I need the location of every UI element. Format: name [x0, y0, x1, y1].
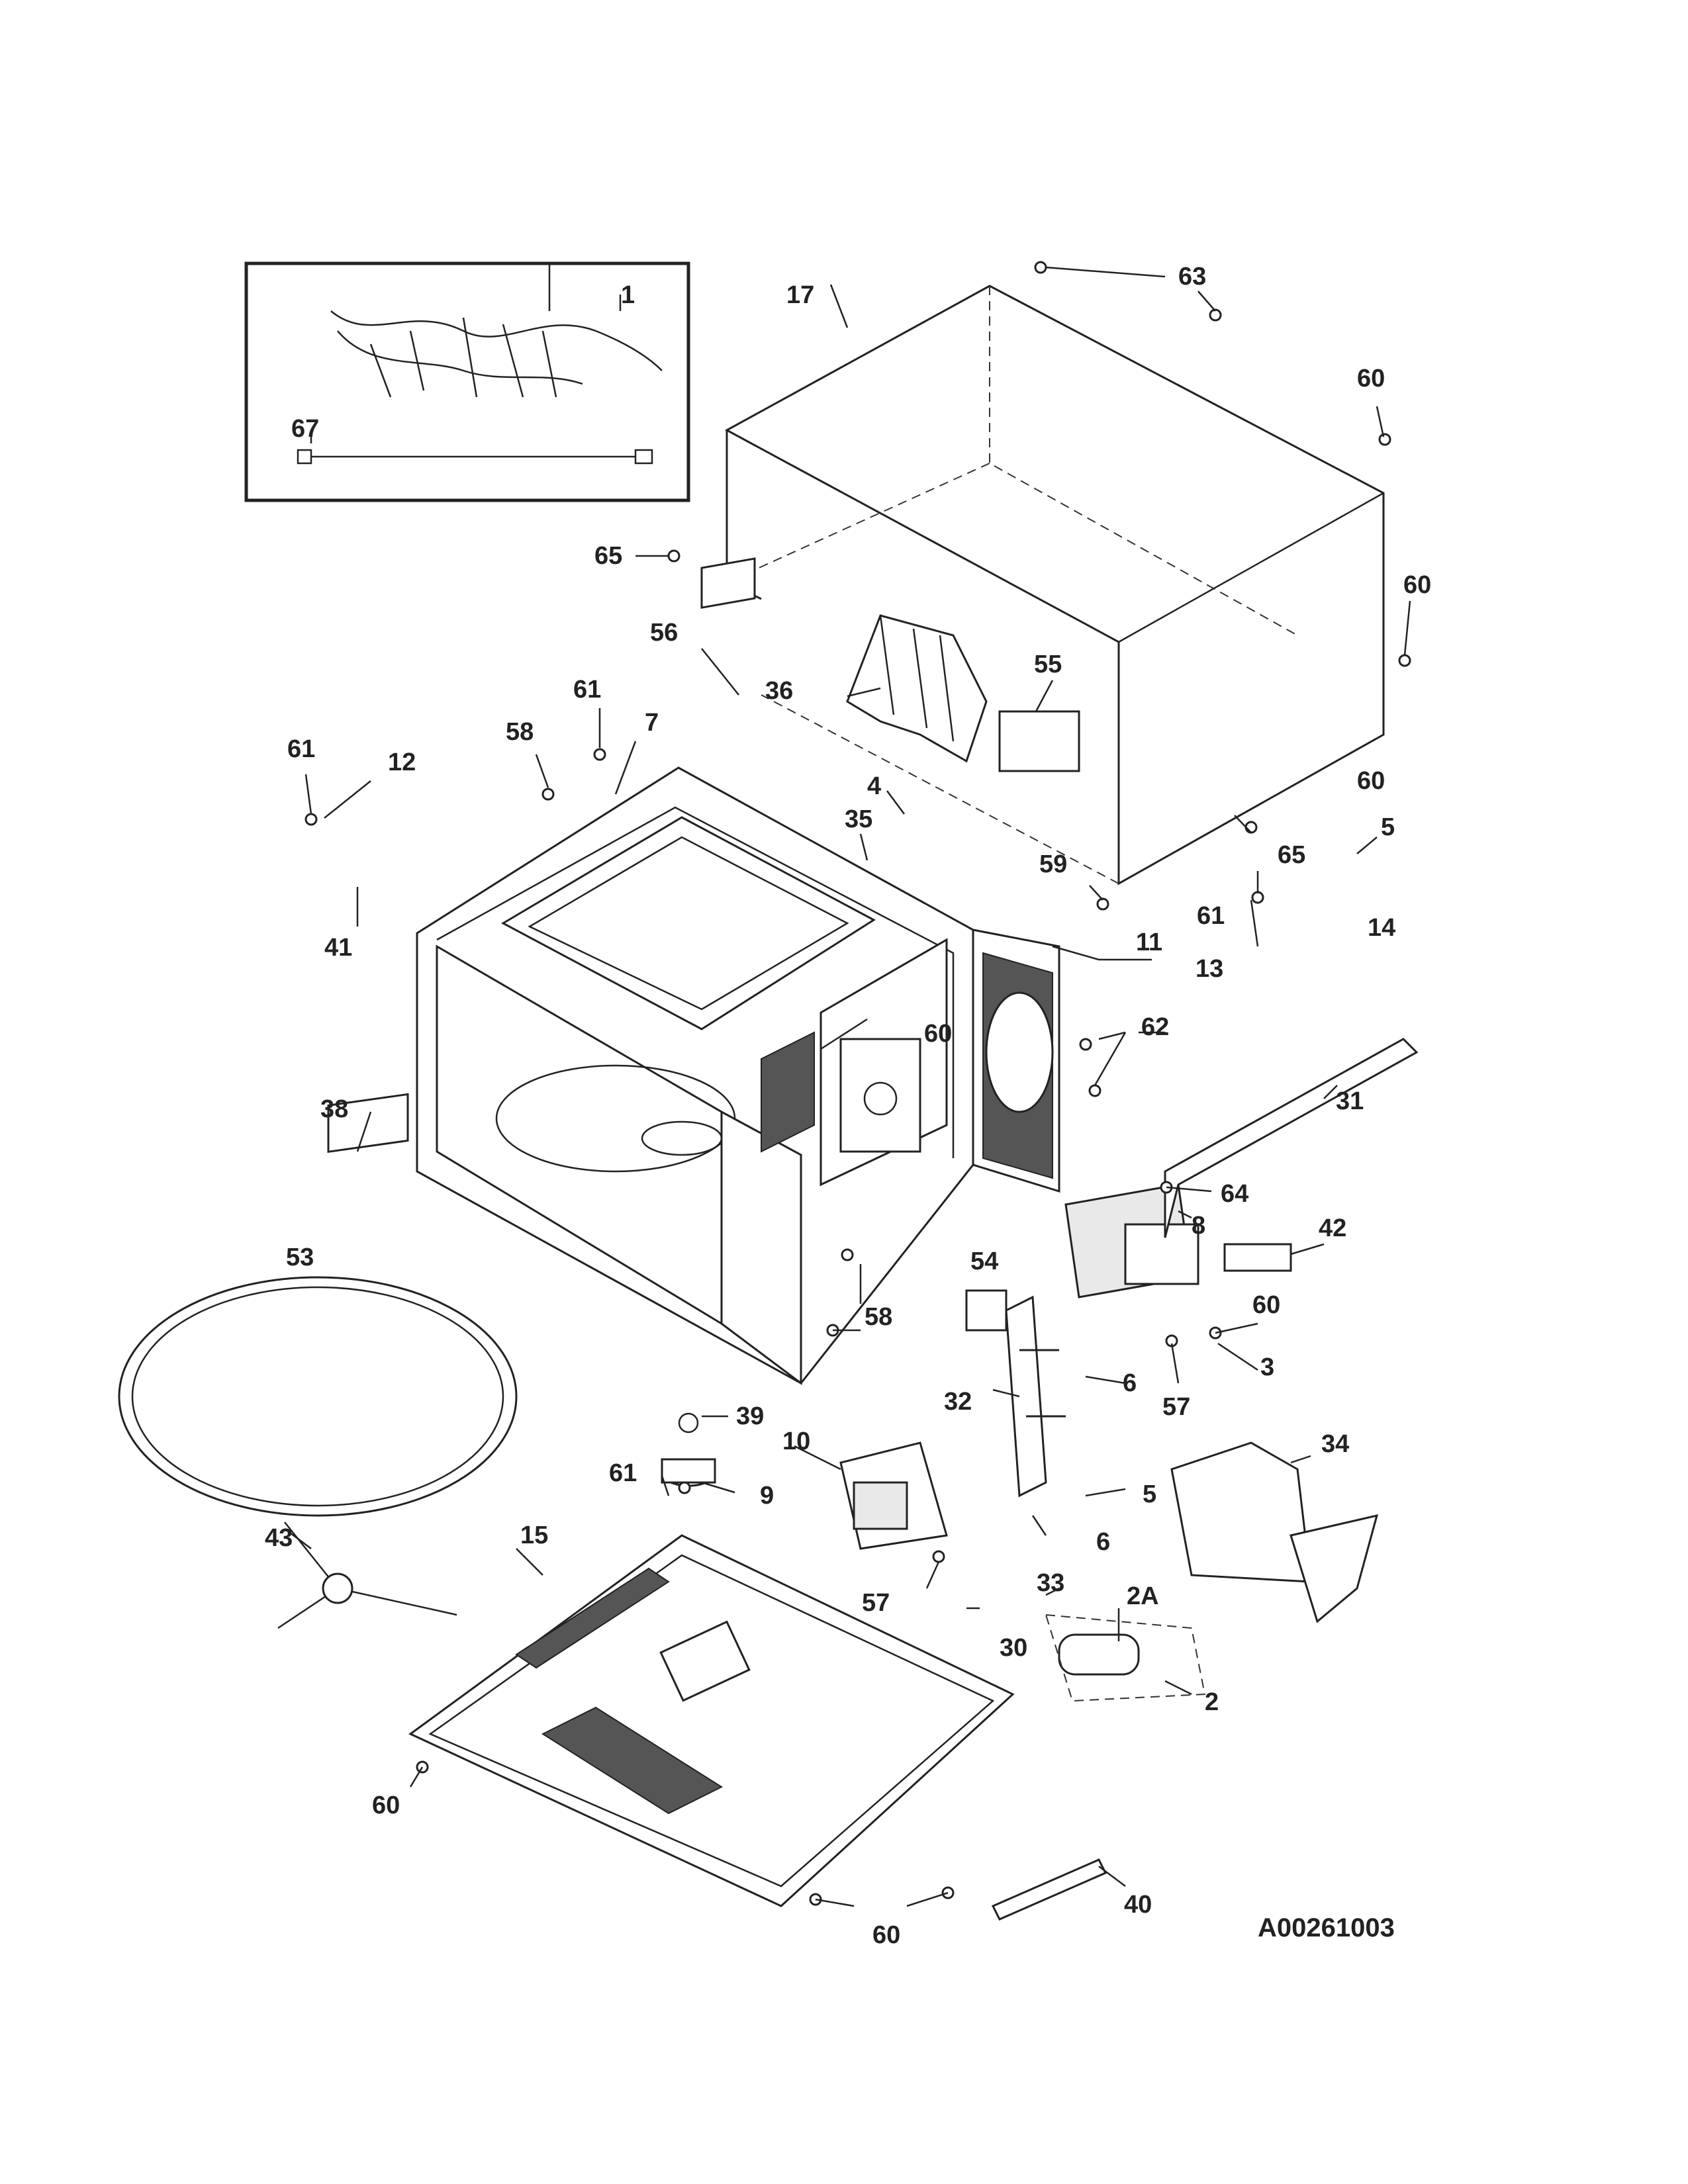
foam-strip-42 [1223, 1243, 1292, 1272]
air-duct [1170, 1441, 1379, 1623]
callout-15: 15 [520, 1522, 548, 1549]
diagram-code: A00261003 [1258, 1913, 1395, 1942]
callout-4: 4 [867, 772, 881, 800]
air-guide [846, 614, 988, 763]
leader-lines [284, 266, 1411, 1907]
callout-3: 3 [1260, 1353, 1274, 1381]
callout-2: 2 [1205, 1688, 1219, 1716]
callout-17: 17 [786, 281, 814, 309]
callout-40: 40 [1124, 1891, 1152, 1919]
callout-60-top: 60 [1357, 365, 1385, 392]
base-plate [408, 1534, 1015, 1907]
oven-cavity [416, 766, 1060, 1385]
callout-60-e: 60 [872, 1921, 900, 1949]
callout-61-d: 61 [609, 1459, 637, 1487]
callout-60-side: 60 [1403, 571, 1431, 599]
turntable-motor [661, 1412, 716, 1487]
callout-9: 9 [760, 1482, 774, 1510]
callout-53: 53 [286, 1244, 314, 1271]
callout-60-d: 60 [372, 1792, 400, 1819]
callout-41: 41 [324, 934, 352, 962]
callout-30: 30 [1000, 1634, 1027, 1662]
support-bracket-31 [1164, 1038, 1419, 1238]
choke-cover [991, 1858, 1107, 1921]
outer-cabinet [724, 285, 1385, 886]
callout-32: 32 [944, 1388, 972, 1416]
callout-63: 63 [1178, 263, 1206, 291]
callout-60-mid: 60 [924, 1020, 952, 1048]
callout-7: 7 [645, 709, 659, 737]
label-plate-38 [327, 1093, 409, 1154]
callout-36: 36 [765, 677, 793, 705]
roller-ring [118, 1276, 518, 1517]
callout-43: 43 [265, 1524, 293, 1552]
callout-8: 8 [1192, 1212, 1205, 1240]
callout-65-left: 65 [594, 542, 622, 570]
callout-67: 67 [291, 415, 319, 443]
callout-61-b: 61 [287, 735, 315, 763]
callout-60-c: 60 [1252, 1291, 1280, 1319]
callout-54: 54 [970, 1248, 998, 1275]
callout-60-b: 60 [1357, 767, 1385, 795]
callout-11: 11 [1136, 929, 1162, 956]
callout-65-right: 65 [1278, 841, 1305, 869]
callout-57-a: 57 [1162, 1393, 1190, 1421]
callout-13: 13 [1196, 955, 1223, 983]
capacitor [1045, 1614, 1206, 1702]
callout-1: 1 [621, 281, 635, 309]
callout-6-b: 6 [1096, 1528, 1110, 1556]
wire-harness-inset [244, 261, 690, 502]
callout-56: 56 [650, 619, 678, 647]
callout-55: 55 [1034, 651, 1062, 678]
callout-6-a: 6 [1123, 1369, 1137, 1397]
callout-31: 31 [1336, 1087, 1364, 1115]
callout-64: 64 [1221, 1180, 1248, 1208]
callout-61-a: 61 [573, 676, 601, 704]
turntable-coupler [277, 1522, 457, 1629]
label-plate-55 [998, 710, 1080, 772]
callout-59: 59 [1039, 850, 1067, 878]
callout-5-a: 5 [1381, 813, 1395, 841]
callout-14: 14 [1368, 914, 1395, 942]
callout-58-a: 58 [506, 718, 534, 746]
callout-42: 42 [1319, 1214, 1346, 1242]
magnetron [1064, 1183, 1199, 1298]
callout-35: 35 [845, 805, 872, 833]
callout-62: 62 [1141, 1013, 1169, 1041]
callout-33: 33 [1037, 1569, 1064, 1597]
callout-57-b: 57 [862, 1589, 890, 1617]
callout-10: 10 [782, 1428, 810, 1455]
callout-38: 38 [320, 1095, 348, 1123]
label-plate-54 [965, 1289, 1008, 1332]
callout-5-b: 5 [1143, 1480, 1156, 1508]
callout-39: 39 [736, 1402, 764, 1430]
high-voltage-transformer [839, 1441, 948, 1550]
label-plate-56 [700, 557, 756, 609]
callout-labels: 1 67 17 63 60 60 65 56 36 55 61 7 58 61 … [265, 263, 1431, 1949]
callout-12: 12 [388, 749, 416, 776]
door-latch-bracket [1005, 1295, 1066, 1498]
callout-2A: 2A [1127, 1582, 1159, 1610]
callout-34: 34 [1321, 1430, 1349, 1458]
callout-61-c: 61 [1197, 902, 1225, 930]
callout-58-b: 58 [865, 1303, 892, 1331]
